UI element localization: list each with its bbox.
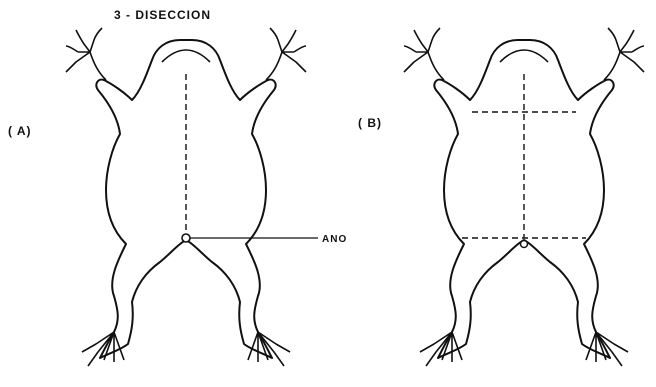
panel-b-label: ( B) — [358, 116, 382, 130]
panel-a-label: ( A) — [8, 124, 32, 138]
anus-marker-b — [521, 241, 528, 248]
anus-marker — [182, 234, 190, 242]
frog-b — [404, 28, 644, 366]
frog-a — [66, 28, 306, 366]
anus-label: ANO — [322, 234, 347, 245]
figure-title: 3 - DISECCION — [114, 8, 211, 22]
